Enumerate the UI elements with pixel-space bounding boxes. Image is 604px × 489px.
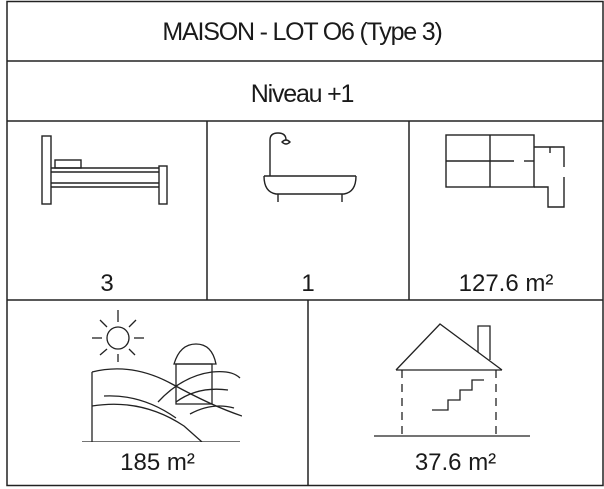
habitable-area-value: 37.6 m² — [414, 449, 497, 476]
bathtub-icon — [263, 132, 357, 202]
surface-value: 127.6 m² — [458, 270, 554, 297]
house-stairs-icon — [374, 323, 530, 437]
page-title: MAISON - LOT O6 (Type 3) — [162, 18, 442, 46]
floor-plan-icon — [445, 134, 565, 208]
bed-icon — [41, 135, 168, 205]
bedrooms-value: 3 — [100, 270, 114, 297]
land-icon — [82, 310, 242, 442]
land-area-value: 185 m² — [120, 449, 195, 476]
bathrooms-value: 1 — [301, 270, 315, 297]
level-label: Niveau +1 — [250, 80, 355, 108]
